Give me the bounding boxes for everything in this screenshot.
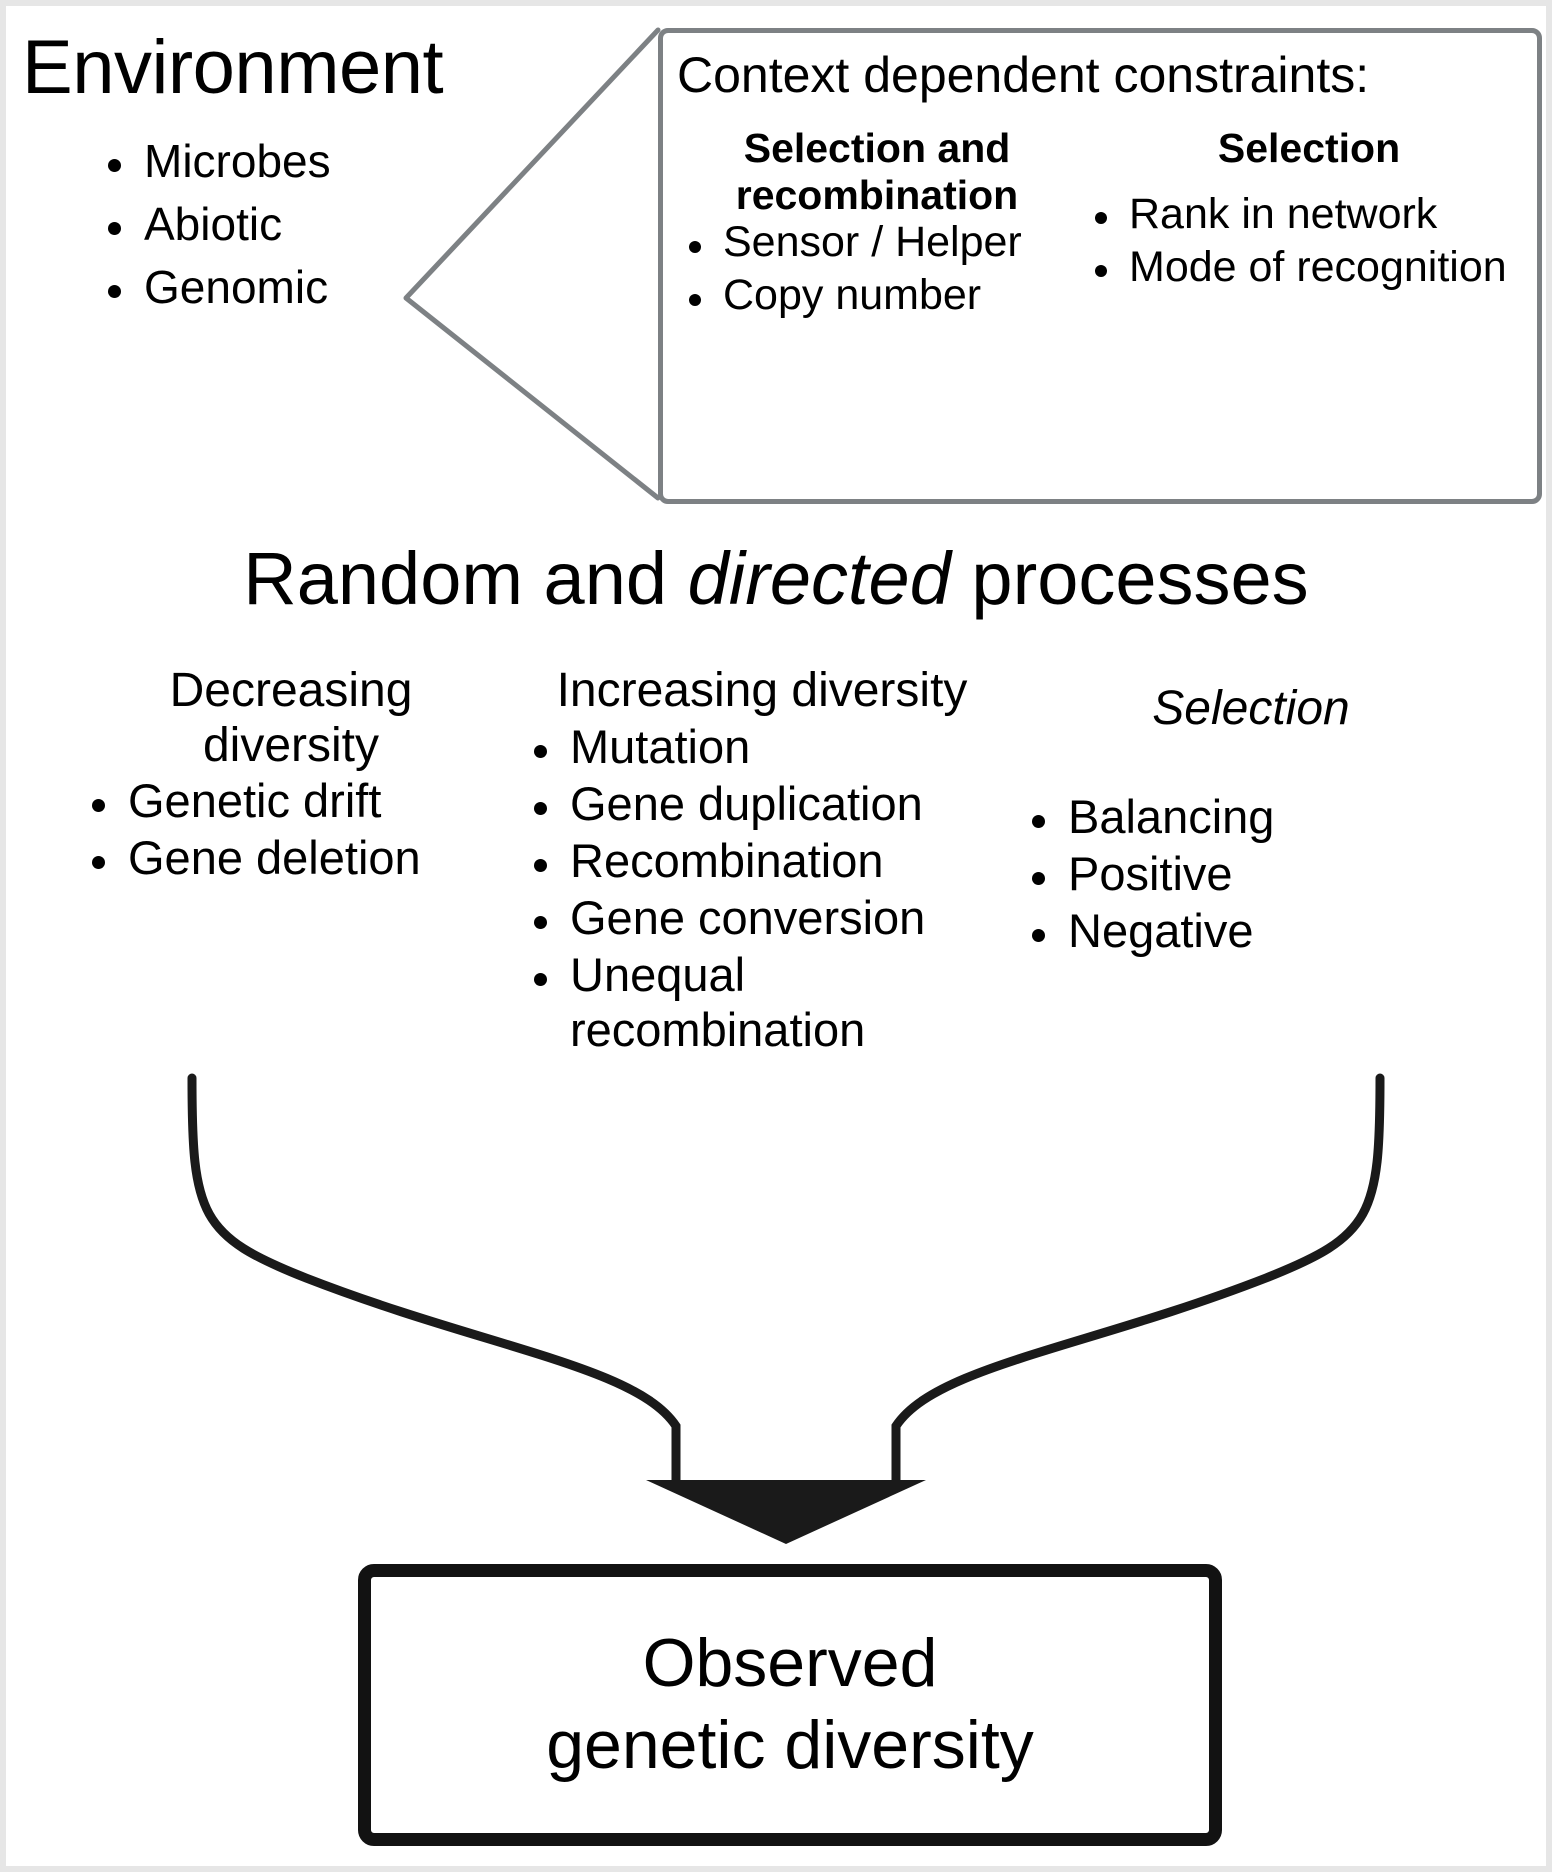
callout-column-heading: Selection (1217, 125, 1401, 171)
process-column-list: Balancing Positive Negative (1016, 789, 1486, 958)
environment-list: Microbes Abiotic Genomic (92, 134, 512, 323)
process-column-list: Genetic drift Gene deletion (76, 773, 506, 885)
result-label: Observed genetic diversity (546, 1625, 1034, 1783)
process-column-heading: Increasing diversity (556, 664, 968, 717)
environment-title: Environment (22, 25, 444, 110)
list-item: Genomic (92, 260, 512, 314)
process-column-heading: Selection (1152, 682, 1350, 735)
list-item: Gene conversion (518, 890, 1006, 945)
callout-pointer-icon (403, 27, 661, 501)
callout-column-selection: Selection Rank in network Mode of recogn… (1083, 125, 1535, 296)
list-item: Rank in network (1083, 190, 1535, 239)
list-item: Unequal recombination (518, 947, 1006, 1057)
processes-heading: Random and directed processes (6, 536, 1546, 621)
heading-part-2: processes (950, 537, 1309, 620)
callout-title: Context dependent constraints: (677, 47, 1370, 103)
context-constraints-callout: Context dependent constraints: Selection… (658, 28, 1542, 504)
list-item: Microbes (92, 134, 512, 188)
list-item: Mode of recognition (1083, 243, 1535, 292)
list-item: Recombination (518, 833, 1006, 888)
list-item: Abiotic (92, 197, 512, 251)
list-item: Sensor / Helper (677, 218, 1077, 267)
process-column-list: Mutation Gene duplication Recombination … (518, 719, 1006, 1057)
heading-part-1: Random and (243, 537, 688, 620)
callout-column-list: Rank in network Mode of recognition (1083, 190, 1535, 292)
list-item: Balancing (1016, 789, 1486, 844)
process-column-decreasing-diversity: Decreasing diversity Genetic drift Gene … (76, 664, 506, 887)
list-item: Gene deletion (76, 830, 506, 885)
heading-italic-word: directed (687, 537, 951, 620)
process-column-selection: Selection Balancing Positive Negative (1016, 664, 1486, 960)
converging-brace-arrow-icon (187, 1073, 1385, 1544)
list-item: Copy number (677, 271, 1077, 320)
list-item: Positive (1016, 846, 1486, 901)
process-column-heading: Decreasing diversity (169, 664, 413, 772)
callout-column-heading: Selection and recombination (735, 125, 1019, 218)
callout-column-selection-recombination: Selection and recombination Sensor / Hel… (677, 125, 1077, 324)
list-item: Genetic drift (76, 773, 506, 828)
list-item: Negative (1016, 903, 1486, 958)
list-item: Gene duplication (518, 776, 1006, 831)
list-item: Mutation (518, 719, 1006, 774)
callout-column-list: Sensor / Helper Copy number (677, 218, 1077, 320)
observed-genetic-diversity-box: Observed genetic diversity (358, 1564, 1222, 1846)
process-column-increasing-diversity: Increasing diversity Mutation Gene dupli… (518, 664, 1006, 1059)
